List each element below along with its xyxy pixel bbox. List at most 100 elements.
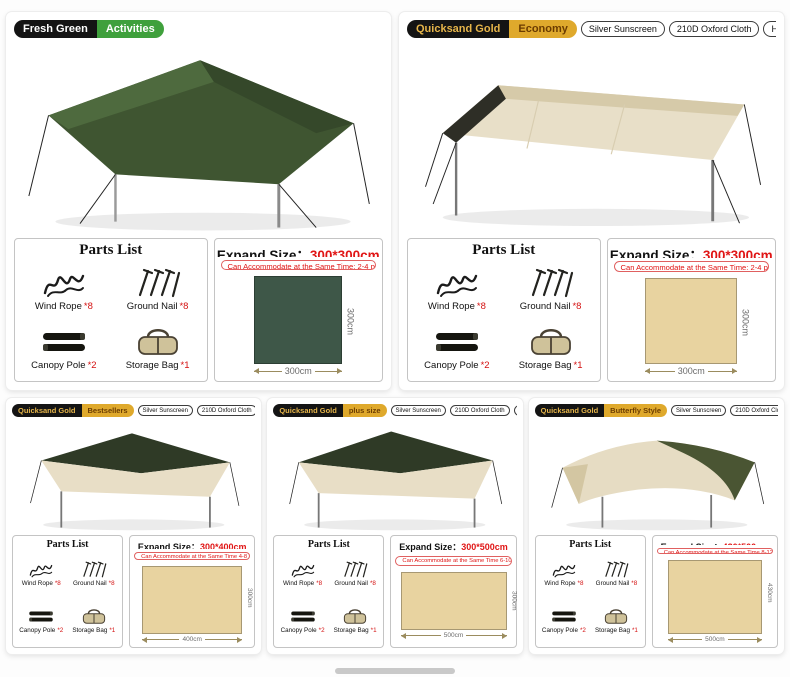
expand-size-label: Expand Size： (399, 542, 462, 552)
part-qty: *2 (579, 627, 586, 634)
part-qty: *2 (318, 627, 325, 634)
part-qty: *8 (83, 300, 93, 312)
ground-nail-icon (80, 560, 108, 579)
parts-list-title: Parts List (79, 242, 143, 258)
part-item-canopy-pole: Canopy Pole*2 (17, 597, 66, 644)
size-diagram-rect (142, 566, 243, 634)
variant-badge: Quicksand Gold Butterfly Style (534, 404, 668, 417)
part-name: Storage Bag (333, 627, 369, 634)
part-item-ground-nail: Ground Nail*8 (70, 550, 119, 597)
variant-badge: Fresh Green Activities (14, 20, 164, 38)
part-item-storage-bag: Storage Bag*1 (506, 319, 596, 379)
tarp-photo-beige (425, 85, 762, 227)
parts-list-title: Parts List (307, 539, 350, 550)
storage-bag-icon (526, 325, 576, 359)
expand-size-value: 300*400cm (199, 542, 247, 549)
expand-size-value: 300*500cm (461, 542, 508, 552)
part-item-wind-rope: Wind Rope*8 (278, 550, 327, 597)
part-name: Storage Bag (125, 360, 179, 372)
capacity-note: Can Accommodate at the Same Time 6-10 pe… (395, 556, 512, 566)
product-photo (273, 417, 516, 533)
part-qty: *8 (476, 300, 486, 312)
variant-badge: Quicksand Gold plus size (273, 404, 387, 417)
part-item-ground-nail: Ground Nail*8 (506, 259, 596, 319)
part-item-wind-rope: Wind Rope*8 (412, 259, 502, 319)
part-name: Wind Rope (21, 580, 53, 587)
expand-size-header: Expand Size：430*500cm (661, 540, 770, 545)
expand-size-header: Expand Size：300*500cm (399, 540, 508, 553)
info-row: Parts List Wind Rope*8 Ground Nail*8 (407, 238, 776, 382)
parts-grid: Wind Rope*8 Ground Nail*8 Canopy Pole*2 (17, 550, 118, 644)
part-qty: *8 (179, 300, 189, 312)
size-diagram-rect (645, 278, 738, 364)
feature-badge: Silver Sunscreen (137, 405, 193, 416)
variant-badge-secondary: plus size (342, 404, 387, 417)
height-dimension-label: 300cm (345, 308, 356, 336)
canopy-pole-icon (289, 607, 317, 626)
expand-size-box: Expand Size：300*500cm Can Accommodate at… (390, 535, 518, 648)
feature-badge: Silver Sunscreen (390, 405, 446, 416)
product-panel-butterfly: Quicksand Gold Butterfly Style Silver Su… (528, 398, 784, 654)
capacity-note: Can Accommodate at the Same Time 8-12 pe… (656, 547, 773, 554)
height-dimension-label: 300cm (510, 590, 518, 611)
height-dimension-label: 300cm (740, 309, 751, 337)
variant-badge-secondary: Activities (96, 20, 164, 38)
wind-rope-icon (39, 266, 89, 300)
part-item-canopy-pole: Canopy Pole*2 (412, 319, 502, 379)
parts-list-title: Parts List (569, 539, 612, 550)
parts-list-title: Parts List (472, 242, 536, 258)
feature-badge: 210D Oxford Cloth (196, 405, 256, 416)
width-dimension-label: 300cm (677, 366, 705, 376)
part-qty: *1 (180, 360, 190, 372)
storage-bag-icon (133, 325, 183, 359)
capacity-note: Can Accommodate at the Same Time: 2-4 pe… (220, 260, 376, 270)
height-dimension-label: 430cm (765, 583, 773, 603)
variant-badge-primary: Quicksand Gold (407, 20, 510, 38)
width-dimension: 300cm (254, 366, 343, 376)
info-row: Parts List Wind Rope *8 Ground Nail*8 (534, 535, 778, 648)
part-name: Storage Bag (72, 627, 108, 634)
width-dimension-label: 500cm (443, 632, 464, 639)
info-row: Parts List Wind Rope*8 Ground Nail*8 (14, 238, 383, 382)
size-diagram: 300cm 300cm (645, 278, 750, 376)
part-item-ground-nail: Ground Nail*8 (592, 550, 641, 597)
part-name: Storage Bag (518, 360, 572, 372)
width-dimension: 500cm (400, 632, 507, 639)
expand-size-box: Expand Size：300*300cm Can Accommodate at… (213, 238, 383, 382)
expand-size-value: 300*300cm (309, 248, 380, 258)
product-photo (535, 417, 778, 533)
part-name: Ground Nail (126, 300, 178, 312)
part-qty: *8 (54, 580, 61, 587)
part-name: Wind Rope (34, 300, 82, 312)
size-diagram: 500cm 300cm (400, 572, 518, 639)
parts-list: Parts List Wind Rope*8 Ground Nail*8 (407, 238, 601, 382)
feature-badge: Silver Sunscreen (580, 21, 665, 37)
capacity-note: Can Accommodate at the Same Time: 2-4 pe… (613, 261, 769, 272)
info-row: Parts List Wind Rope*8 Ground Nail*8 (273, 535, 518, 648)
feature-badge: Heightened and Bold Canopy Pole (763, 21, 776, 37)
size-diagram-rect (254, 276, 343, 364)
parts-grid: Wind Rope*8 Ground Nail*8 Canopy Pole*2 (19, 259, 203, 378)
parts-grid: Wind Rope*8 Ground Nail*8 Canopy Pole*2 (412, 259, 596, 378)
variant-badge-primary: Quicksand Gold (12, 404, 82, 417)
part-qty: *1 (370, 627, 377, 634)
part-name: Wind Rope (544, 580, 576, 587)
size-diagram: 500cm 430cm (667, 560, 773, 643)
tarp-photo-butterfly (550, 440, 764, 531)
part-item-storage-bag: Storage Bag*1 (113, 319, 203, 379)
parts-list: Parts List Wind Rope*8 Ground Nail*8 (14, 238, 208, 382)
feature-badge: Heightened Bold Canopy Pole (513, 405, 517, 416)
expand-size-label: Expand Size： (609, 248, 703, 259)
product-panel-plus-size: Quicksand Gold plus size Silver Sunscree… (267, 398, 523, 654)
feature-badge: 210D Oxford Cloth (668, 21, 760, 37)
parts-grid: Wind Rope*8 Ground Nail*8 Canopy Pole*2 (540, 550, 641, 644)
badge-row: Quicksand Gold plus size Silver Sunscree… (273, 404, 517, 417)
expand-size-value: 300*300cm (702, 248, 773, 259)
variant-badge-secondary: Economy (509, 20, 577, 38)
expand-size-header: Expand Size：300*300cm (610, 244, 773, 258)
part-qty: *2 (87, 360, 97, 372)
height-dimension-label: 300cm (246, 587, 254, 608)
part-qty: *8 (631, 580, 638, 587)
parts-list-title: Parts List (46, 539, 89, 550)
